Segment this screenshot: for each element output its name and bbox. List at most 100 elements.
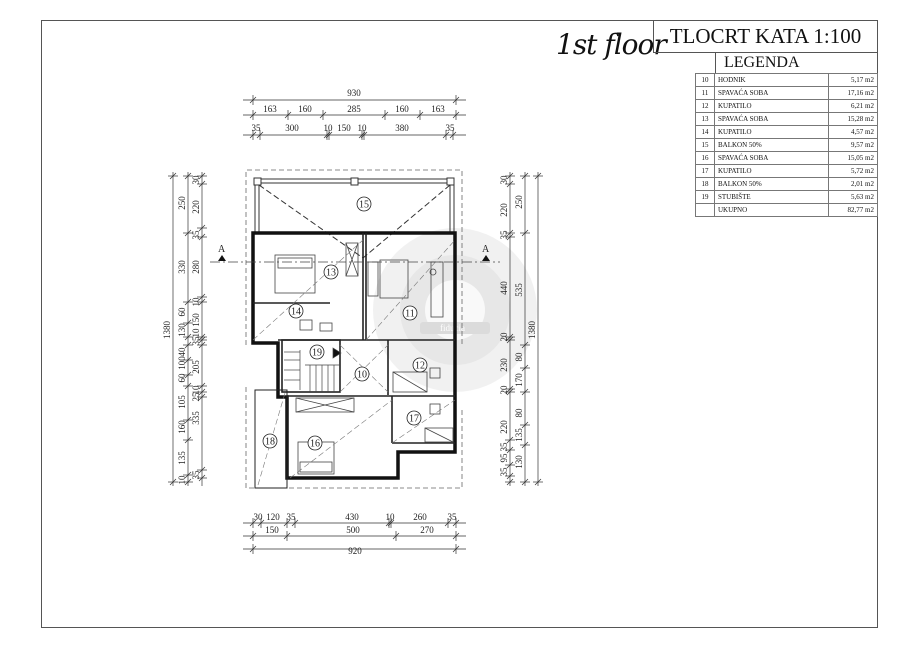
svg-text:A: A: [482, 244, 490, 255]
dimension-label: 60: [177, 373, 187, 383]
dimension-label: 10: [191, 297, 201, 307]
dimension-label: 150: [191, 313, 201, 327]
dimension-label: 150: [265, 525, 279, 535]
room-number-circle: [309, 344, 325, 360]
dimension-label: 280: [191, 260, 201, 274]
dimension-label: 80: [514, 408, 524, 418]
room-number: 10: [357, 370, 367, 381]
dimension-label: 250: [177, 196, 187, 210]
room-number-circle: [406, 410, 422, 426]
dimension-label: 440: [499, 281, 509, 295]
floor-title: 1st floor: [556, 28, 667, 61]
dimension-label: 10: [191, 328, 201, 338]
dimension-label: 10: [386, 512, 396, 522]
dimension-label: 30: [254, 512, 264, 522]
room-number: 12: [415, 361, 425, 372]
dimension-label: 160: [177, 420, 187, 434]
dimension-label: 80: [514, 352, 524, 362]
dimension-label: 35: [191, 470, 201, 480]
dimension-label: 300: [285, 123, 299, 133]
dimension-label: 930: [347, 88, 361, 98]
dimension-label: 220: [191, 200, 201, 214]
dimension-label: 105: [177, 395, 187, 409]
dimension-label: 100: [177, 356, 187, 370]
room-label-19: 19: [309, 344, 325, 360]
dimension-label: 135: [514, 428, 524, 442]
svg-text:A: A: [218, 244, 226, 255]
room-number: 19: [312, 348, 322, 359]
dimension-label: 120: [266, 512, 280, 522]
room-label-14: 14: [288, 303, 304, 319]
room-label-11: 11: [402, 305, 418, 321]
dimension-label: 250: [514, 195, 524, 209]
room-number-circle: [262, 433, 278, 449]
dimension-label: 920: [348, 546, 362, 556]
room-number-circle: [307, 435, 323, 451]
dimension-label: 35: [499, 230, 509, 240]
roof-outline: [245, 169, 463, 489]
dimension-chain-top: 930: [243, 88, 466, 105]
dimension-label: 10: [177, 475, 187, 485]
dimension-label: 160: [298, 104, 312, 114]
stair-direction-arrow: [332, 347, 342, 359]
legend-total-area: 82,77 m2: [828, 203, 878, 217]
room-number: 13: [326, 268, 336, 279]
dimension-chain-right: 1380: [527, 172, 543, 486]
room-number: 11: [405, 309, 415, 320]
room-number-circle: [288, 303, 304, 319]
dimension-label: 25: [191, 392, 201, 402]
room-label-17: 17: [406, 410, 422, 426]
dimension-label: 95: [499, 453, 509, 463]
section-marker-right: A: [482, 244, 490, 261]
room-number: 18: [265, 437, 275, 448]
dimension-label: 260: [413, 512, 427, 522]
staircase: [284, 347, 342, 392]
dimension-chain-left: 1380: [162, 172, 178, 486]
dimension-label: 130: [514, 455, 524, 469]
dimension-label: 10: [191, 385, 201, 395]
dimension-label: 330: [177, 260, 187, 274]
dimension-label: 160: [395, 104, 409, 114]
dimension-label: 35: [191, 230, 201, 240]
room-number-circle: [356, 196, 372, 212]
dimension-label: 1380: [162, 321, 172, 340]
room-number: 15: [359, 200, 369, 211]
dimension-label: 205: [191, 360, 201, 374]
dimension-label: 380: [395, 123, 409, 133]
dimension-label: 60: [177, 307, 187, 317]
room-number-circle: [412, 357, 428, 373]
dimension-label: 30: [499, 175, 509, 185]
dimension-label: 20: [499, 385, 509, 395]
dimension-label: 430: [345, 512, 359, 522]
watermark-text: fiducia: [440, 323, 465, 333]
dimension-label: 35: [448, 512, 458, 522]
interior-walls: [253, 233, 455, 489]
dimension-label: 35: [499, 442, 509, 452]
dimension-chain-bottom: 920: [243, 544, 466, 556]
dimension-label: 35: [446, 123, 456, 133]
dimension-label: 163: [263, 104, 277, 114]
room-number-circle: [402, 305, 418, 321]
room-label-18: 18: [262, 433, 278, 449]
drawing-frame: [41, 20, 878, 628]
dimension-label: 285: [347, 104, 361, 114]
dimension-label: 130: [177, 323, 187, 337]
dimension-label: 10: [358, 123, 368, 133]
dimension-label: 220: [499, 203, 509, 217]
sheet-title: TLOCRT KATA 1:100: [653, 20, 878, 53]
room-label-15: 15: [356, 196, 372, 212]
dimension-label: 30: [191, 175, 201, 185]
room-label-13: 13: [323, 264, 339, 280]
dimension-label: 230: [499, 358, 509, 372]
dimension-label: 335: [191, 411, 201, 425]
room-number: 14: [291, 307, 301, 318]
